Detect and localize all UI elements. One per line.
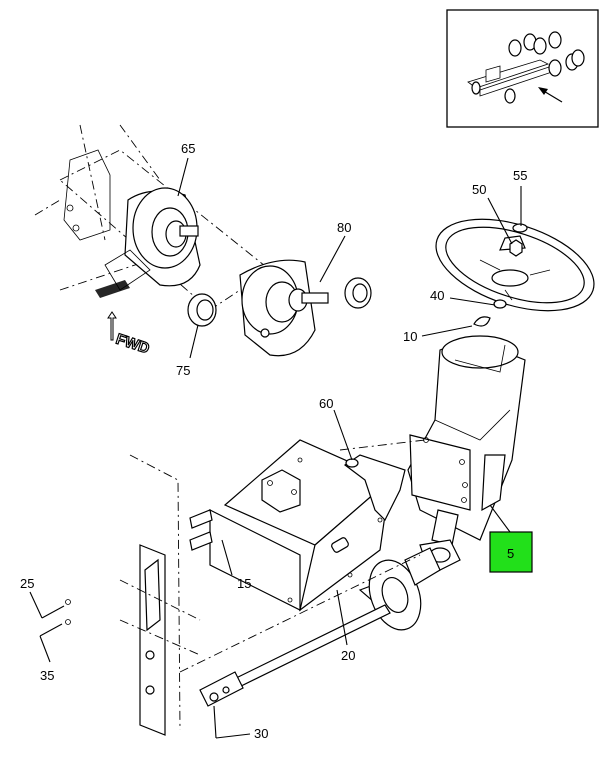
callout-60: 60 xyxy=(319,396,333,411)
callout-80: 80 xyxy=(337,220,351,235)
clip-10 xyxy=(473,316,491,327)
intermediate-shaft-20 xyxy=(179,547,441,707)
callout-30: 30 xyxy=(254,726,268,741)
callout-15: 15 xyxy=(237,576,251,591)
mounting-housing-65 xyxy=(34,124,271,311)
callout-25: 25 xyxy=(20,576,34,591)
callout-65: 65 xyxy=(181,141,195,156)
firewall-panel xyxy=(65,454,201,736)
highlight-box-part-5 xyxy=(489,531,533,573)
bearing-assembly-80 xyxy=(239,259,329,357)
callout-55: 55 xyxy=(513,168,527,183)
fwd-label: FWD xyxy=(114,331,152,358)
callout-20: 20 xyxy=(341,648,355,663)
callout-35: 35 xyxy=(40,668,54,683)
seal-ring-right xyxy=(344,277,372,309)
callout-10: 10 xyxy=(403,329,417,344)
callout-40: 40 xyxy=(430,288,444,303)
leader-lines xyxy=(29,157,522,739)
callout-75: 75 xyxy=(176,363,190,378)
callout-labels: 65 80 75 55 50 40 10 60 5 15 25 35 20 30 xyxy=(20,141,527,741)
bracket-plate-60 xyxy=(339,439,426,522)
callout-5: 5 xyxy=(507,546,514,561)
forward-direction-indicator: FWD xyxy=(107,311,152,358)
callout-50: 50 xyxy=(472,182,486,197)
seal-ring-75 xyxy=(187,293,217,327)
vehicle-locator-inset xyxy=(446,9,599,128)
steering-wheel xyxy=(435,218,595,312)
steering-column-5 xyxy=(407,335,526,576)
